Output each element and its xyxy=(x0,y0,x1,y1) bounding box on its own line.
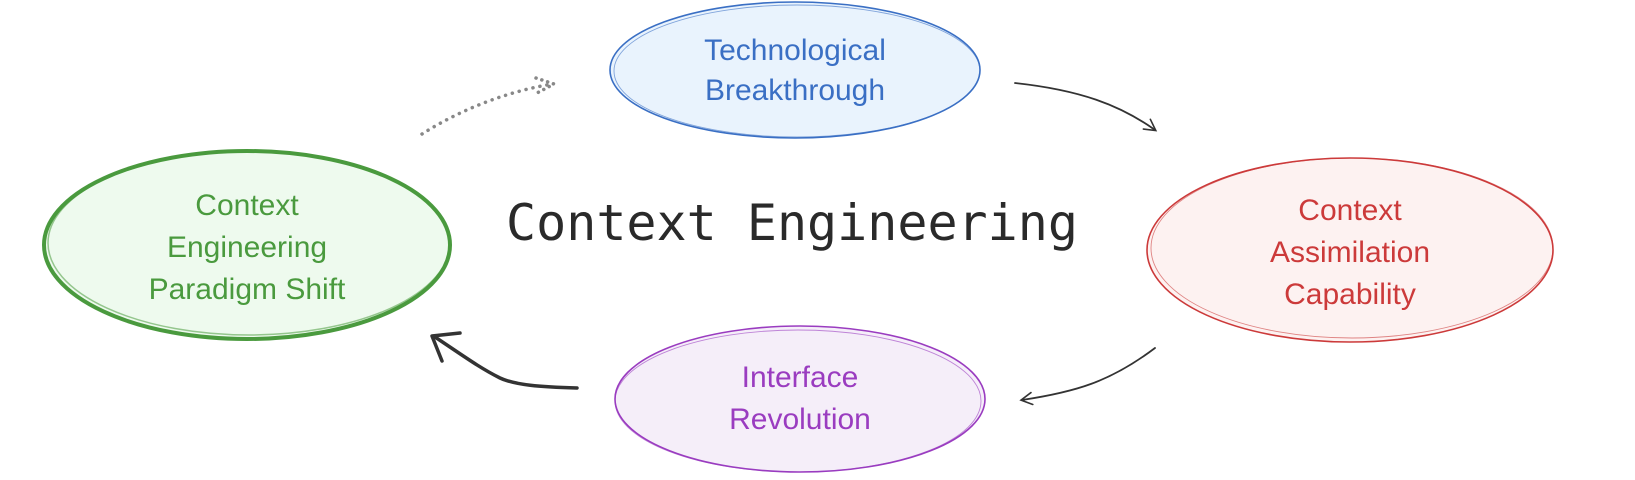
arrow-interface-to-paradigm-shift-head xyxy=(430,331,462,363)
node-technological-breakthrough-label-line2: Breakthrough xyxy=(705,74,885,107)
node-technological-breakthrough: Technological Breakthrough xyxy=(609,1,981,139)
node-context-assimilation-capability-label-line2: Assimilation xyxy=(1270,236,1430,269)
arrow-paradigm-shift-to-breakthrough xyxy=(420,76,556,136)
node-context-assimilation-capability-label-line1: Context xyxy=(1298,194,1402,227)
arrow-interface-to-paradigm-shift-line xyxy=(433,335,579,390)
node-context-assimilation-capability: Context Assimilation Capability xyxy=(1146,157,1554,343)
node-context-assimilation-capability-label-line3: Capability xyxy=(1284,278,1416,311)
arrow-paradigm-shift-to-breakthrough-head xyxy=(534,76,556,95)
arrow-paradigm-shift-to-breakthrough-line xyxy=(420,82,554,136)
node-interface-revolution-label-line1: Interface xyxy=(742,361,859,394)
node-context-engineering-paradigm-shift: Context Engineering Paradigm Shift xyxy=(42,149,452,341)
node-context-assimilation-capability-sketch-stroke xyxy=(1150,157,1554,339)
node-interface-revolution: Interface Revolution xyxy=(614,325,986,473)
node-technological-breakthrough-shape xyxy=(609,1,981,139)
node-interface-revolution-label-line2: Revolution xyxy=(729,403,871,436)
arrow-interface-to-paradigm-shift xyxy=(430,331,579,390)
node-technological-breakthrough-sketch-stroke xyxy=(613,4,981,138)
arrow-breakthrough-to-assimilation xyxy=(1014,82,1158,132)
node-technological-breakthrough-label-line1: Technological xyxy=(704,34,886,67)
node-context-engineering-paradigm-shift-sketch-stroke xyxy=(47,150,451,336)
node-context-engineering-paradigm-shift-label-line2: Engineering xyxy=(167,231,327,264)
node-context-engineering-paradigm-shift-label-line1: Context xyxy=(195,189,299,222)
node-context-engineering-paradigm-shift-label-line3: Paradigm Shift xyxy=(149,273,346,306)
arrow-assimilation-to-interface xyxy=(1019,347,1156,406)
diagram-title: Context Engineering xyxy=(506,194,1078,252)
node-interface-revolution-sketch-stroke xyxy=(614,329,982,473)
